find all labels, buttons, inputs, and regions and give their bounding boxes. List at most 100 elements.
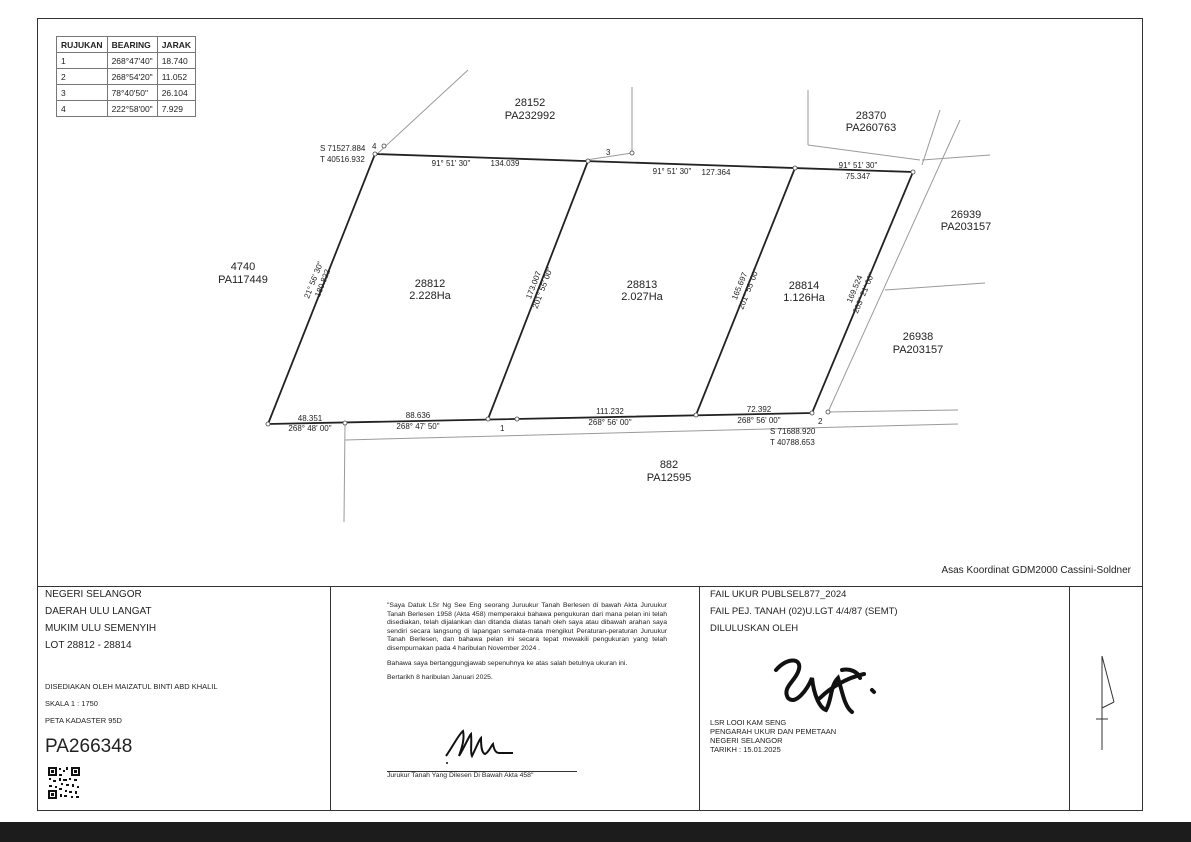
station-marker [693,412,699,418]
table-header: BEARING [106,36,158,53]
reference-marker: 4 [372,142,377,151]
bearing-label: 268° 56' 00" [588,418,631,427]
table-cell: 4 [56,100,108,117]
bearing-label: 268° 56' 00" [737,416,780,425]
table-header-row: RUJUKAN BEARING JARAK [56,36,196,53]
title-block-north [1070,586,1143,811]
neighbour-labels: 28152 PA232992 28370 PA260763 26939 PA20… [218,97,991,484]
table-cell: 18.740 [156,52,196,69]
station-marker [514,416,520,422]
adjacent-boundaries [343,69,991,523]
certificate-paragraph: Bahawa saya bertanggungjawab sepenuhnya … [387,659,628,667]
coordinate-s: S 71527.884 [320,144,366,153]
station-marker [372,151,378,157]
station-marker [381,143,387,149]
table-row: 2 268°54'20" 11.052 [56,68,196,85]
lot-area: 2.027Ha [621,291,663,303]
north-arrow-icon [1096,655,1115,750]
boundary-line [921,154,991,161]
title-block-certificate: "Saya Datuk LSr Ng See Eng seorang Juruu… [331,586,700,811]
title-block-divider [37,586,1143,587]
table-cell: 268°47'40" [106,52,158,69]
table-cell: 26.104 [156,84,196,101]
reference-markers: 1 2 3 4 [372,142,823,433]
mukim-label: MUKIM ULU SEMENYIH [45,623,157,634]
table-header: RUJUKAN [56,36,108,53]
station-marker [342,420,348,426]
neighbour-ref: PA203157 [893,344,944,356]
distance-label: 134.039 [491,159,520,168]
coordinate-system-note: Asas Koordinat GDM2000 Cassini-Soldner [941,565,1131,576]
lot-divider [487,160,589,420]
boundary-line [827,119,961,413]
neighbour-ref: PA203157 [941,221,992,233]
lot-area: 1.126Ha [783,292,825,304]
station-marker [485,416,491,422]
reference-marker: 2 [818,417,823,426]
station-marker [265,421,271,427]
neighbour-ref: PA117449 [218,274,268,286]
neighbour-lot: 28370 [856,110,887,122]
distance-label: 48.351 [298,414,323,423]
bearing-label: 91° 51' 30" [839,161,878,170]
qr-code-icon [47,766,81,800]
bottom-bar [0,822,1191,842]
table-row: 1 268°47'40" 18.740 [56,52,196,69]
table-row: 4 222°58'00" 7.929 [56,100,196,117]
bearing-label: 268° 48' 00" [288,424,331,433]
station-marker [792,165,798,171]
table-cell: 78°40'50" [106,84,158,101]
station-marker [825,409,831,415]
signature-line [387,771,577,772]
reference-marker: 3 [606,148,611,157]
neighbour-lot: 4740 [231,261,255,273]
certificate-text: "Saya Datuk LSr Ng See Eng seorang Juruu… [387,602,667,689]
lot-divider [695,167,796,416]
table-cell: 1 [56,52,108,69]
reference-marker: 1 [500,424,505,433]
station-marker [910,169,916,175]
survey-file-number: FAIL UKUR PUBLSEL877_2024 [710,589,847,600]
lot-labels: 28812 2.228Ha 28813 2.027Ha 28814 1.126H… [409,278,825,304]
neighbour-lot: 882 [660,459,678,471]
approved-by-label: DILULUSKAN OLEH [710,623,799,634]
coordinate-t: T 40516.932 [320,155,365,164]
signature-label: Jurukur Tanah Yang Dilesen Di Bawah Akta… [387,772,534,779]
distance-label: 88.636 [406,411,431,420]
bearing-label: 268° 47' 50" [396,422,439,431]
coordinate-s: S 71688.920 [770,427,816,436]
coordinate-t: T 40788.653 [770,438,815,447]
station-marker [809,410,815,416]
certificate-date: Bertarikh 8 haribulan Januari 2025. [387,674,493,682]
lot-area: 2.228Ha [409,290,451,302]
officer-name: LSR LOOI KAM SENG [710,718,787,727]
officer-state: NEGERI SELANGOR [710,736,783,745]
boundary-line [585,152,633,161]
table-cell: 222°58'00" [106,100,158,117]
boundary-line [827,409,959,413]
officer-position: PENGARAH UKUR DAN PEMETAAN [710,727,837,736]
cadastral-map-label: PETA KADASTER 95D [45,716,122,725]
neighbour-lot: 26939 [951,209,982,221]
table-row: 3 78°40'50" 26.104 [56,84,196,101]
boundary-line [884,282,986,291]
plan-number: PA266348 [45,736,133,757]
title-block-location: NEGERI SELANGOR DAERAH ULU LANGAT MUKIM … [37,586,331,811]
neighbour-ref: PA260763 [846,122,897,134]
bearing-label: 91° 51' 30" [653,167,692,176]
title-block-approval: FAIL UKUR PUBLSEL877_2024 FAIL PEJ. TANA… [700,586,1070,811]
boundary-line [344,423,959,441]
table-cell: 7.929 [156,100,196,117]
coordinate-labels: S 71527.884 T 40516.932 S 71688.920 T 40… [320,144,816,447]
director-signature [774,658,876,714]
station-marker [629,150,635,156]
table-header: JARAK [156,36,196,53]
bearing-label: 91° 51' 30" [432,159,471,168]
certificate-paragraph: "Saya Datuk LSr Ng See Eng seorang Juruu… [387,602,667,652]
table-cell: 268°54'20" [106,68,158,85]
table-cell: 2 [56,68,108,85]
distance-label: 75.347 [846,172,871,181]
distance-label: 127.364 [702,168,731,177]
table-cell: 11.052 [156,68,196,85]
station-marker [585,158,591,164]
